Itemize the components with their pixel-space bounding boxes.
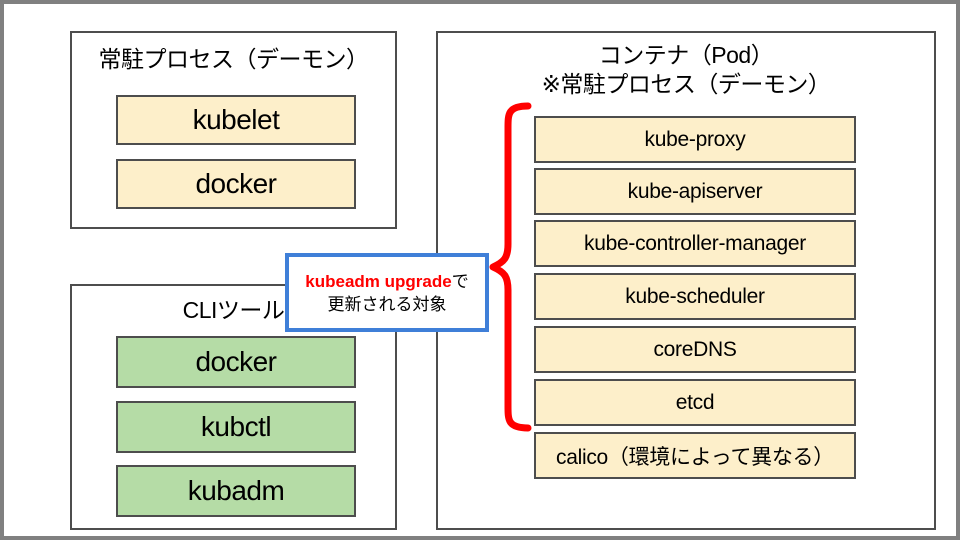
panel-containers-pod: コンテナ（Pod） ※常駐プロセス（デーモン） kube-proxy kube-… bbox=[436, 31, 936, 530]
item-box-kube-scheduler: kube-scheduler bbox=[534, 273, 856, 320]
item-box-docker-daemon: docker bbox=[116, 159, 356, 209]
item-box-docker-cli: docker bbox=[116, 336, 356, 388]
callout-description: で更新される対象 bbox=[327, 271, 469, 314]
item-box-kube-controller-manager: kube-controller-manager bbox=[534, 220, 856, 267]
item-box-kubadm: kubadm bbox=[116, 465, 356, 517]
callout-kubeadm-upgrade: kubeadm upgradeで更新される対象 bbox=[285, 253, 489, 332]
item-box-kube-proxy: kube-proxy bbox=[534, 116, 856, 163]
callout-command: kubeadm upgrade bbox=[305, 271, 452, 291]
item-box-etcd: etcd bbox=[534, 379, 856, 426]
item-box-kubelet: kubelet bbox=[116, 95, 356, 145]
panel-containers-pod-title: コンテナ（Pod） ※常駐プロセス（デーモン） bbox=[541, 42, 831, 97]
item-box-coredns: coreDNS bbox=[534, 326, 856, 373]
item-box-kube-apiserver: kube-apiserver bbox=[534, 168, 856, 215]
item-box-kubctl: kubctl bbox=[116, 401, 356, 453]
callout-text: kubeadm upgradeで更新される対象 bbox=[289, 270, 485, 316]
panel-daemon-processes: 常駐プロセス（デーモン） kubelet docker bbox=[70, 31, 397, 229]
item-box-calico: calico（環境によって異なる） bbox=[534, 432, 856, 479]
panel-daemon-processes-title: 常駐プロセス（デーモン） bbox=[98, 46, 370, 72]
panel-cli-tools-title: CLIツール bbox=[182, 297, 285, 323]
